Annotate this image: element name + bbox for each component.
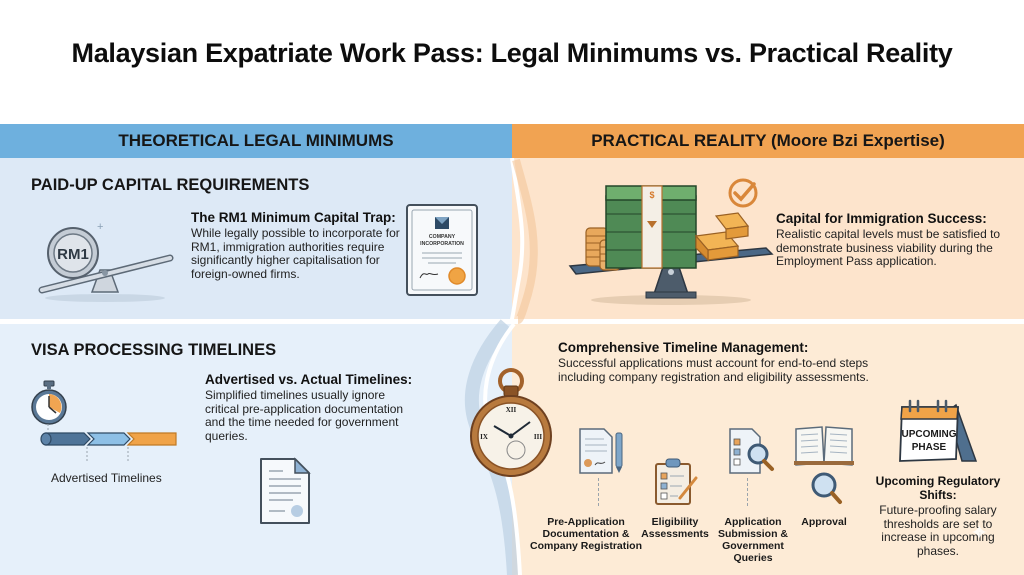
- capital-success-title: Capital for Immigration Success:: [776, 211, 987, 226]
- upcoming-shifts-title: Upcoming Regulatory Shifts:: [875, 474, 1001, 502]
- advertised-timelines-caption: Advertised Timelines: [51, 471, 162, 485]
- sparkle-icon: ✦: [970, 520, 989, 545]
- timeline-management-block: Comprehensive Timeline Management: Succe…: [558, 340, 888, 384]
- step-connector-1: [598, 478, 599, 506]
- cash-stack: $: [605, 185, 697, 269]
- svg-text:III: III: [534, 433, 542, 441]
- svg-text:$: $: [649, 190, 654, 200]
- page-title: Malaysian Expatriate Work Pass: Legal Mi…: [71, 38, 953, 68]
- capital-section-title: PAID-UP CAPITAL REQUIREMENTS: [31, 176, 310, 194]
- pocket-watch-icon: XII III IX: [470, 368, 552, 477]
- calendar-line1: UPCOMING: [902, 429, 957, 440]
- advertised-vs-actual-block: Advertised vs. Actual Timelines: Simplif…: [205, 372, 415, 443]
- certificate-line1: COMPANY: [429, 234, 456, 240]
- upcoming-shifts-body: Future-proofing salary thresholds are se…: [879, 503, 997, 558]
- calendar-line2: PHASE: [912, 442, 947, 453]
- rm1-trap-body: While legally possible to incorporate fo…: [191, 226, 400, 281]
- svg-text:IX: IX: [480, 433, 488, 441]
- svg-text:+: +: [97, 221, 103, 233]
- legal-timelines-panel: [0, 324, 512, 575]
- practical-reality-header: PRACTICAL REALITY (Moore Bzi Expertise): [512, 124, 1024, 158]
- timeline-management-body: Successful applications must account for…: [558, 356, 869, 384]
- timeline-management-title: Comprehensive Timeline Management:: [558, 340, 809, 355]
- coin-label: RM1: [57, 246, 89, 263]
- document-magnifier-icon: [729, 428, 774, 474]
- step-label-pre-application: Pre-Application Documentation & Company …: [529, 516, 642, 552]
- capital-success-body: Realistic capital levels must be satisfi…: [776, 227, 1001, 268]
- checkmark-circle-icon: [728, 178, 758, 208]
- certificate-line2: INCORPORATION: [420, 241, 464, 247]
- advertised-vs-actual-body: Simplified timelines usually ignore crit…: [205, 388, 404, 443]
- timelines-section-title: VISA PROCESSING TIMELINES: [31, 341, 277, 359]
- step-label-submission: Application Submission & Government Quer…: [717, 516, 788, 564]
- column-seam: [464, 157, 538, 575]
- seesaw-rm1-coin-icon: + RM1: [38, 221, 174, 302]
- upcoming-shifts-block: Upcoming Regulatory Shifts: Future-proof…: [856, 474, 1020, 558]
- document-pen-icon: [579, 428, 623, 474]
- rm1-trap-block: The RM1 Minimum Capital Trap: While lega…: [191, 210, 406, 281]
- rm1-trap-title: The RM1 Minimum Capital Trap:: [191, 210, 396, 225]
- svg-text:XII: XII: [506, 406, 517, 414]
- capital-success-block: Capital for Immigration Success: Realist…: [776, 211, 1001, 269]
- upcoming-phase-calendar-icon: UPCOMING PHASE: [899, 399, 978, 462]
- company-incorporation-certificate-icon: COMPANY INCORPORATION: [406, 204, 478, 296]
- advertised-timeline-bar-icon: [40, 432, 177, 463]
- document-icon: [260, 457, 311, 524]
- step-label-eligibility: Eligibility Assessments: [641, 516, 709, 540]
- advertised-vs-actual-title: Advertised vs. Actual Timelines:: [205, 372, 413, 387]
- stopwatch-icon: [31, 380, 67, 432]
- open-book-magnifier-icon: [794, 426, 854, 504]
- gold-bars: [694, 212, 750, 262]
- money-gold-seesaw-icon: $: [568, 178, 774, 305]
- step-connector-3: [747, 478, 748, 506]
- legal-minimums-header: THEORETICAL LEGAL MINIMUMS: [0, 124, 512, 158]
- clipboard-checklist-icon: [655, 458, 698, 505]
- step-label-approval: Approval: [801, 516, 847, 528]
